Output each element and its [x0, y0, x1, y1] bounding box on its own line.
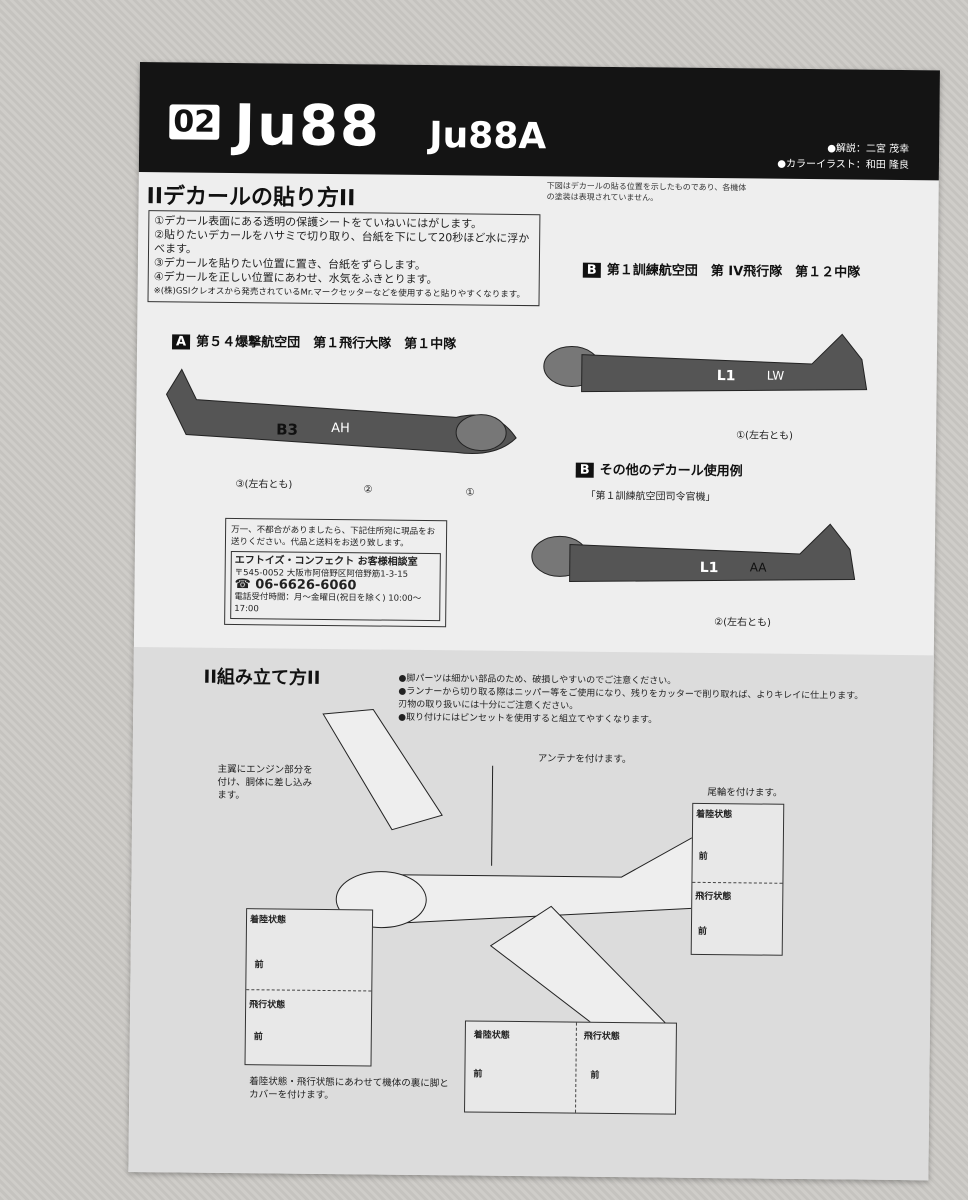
front-label: 前 [698, 851, 708, 862]
main-gear-box-left: 着陸状態 前 飛行状態 前 [244, 908, 374, 1067]
landed-label: 着陸状態 [696, 809, 733, 821]
variant-title: 第１訓練航空団 第 IV飛行隊 第１２中隊 [606, 262, 861, 281]
contact-box: 万一、不都合がありましたら、下記住所宛に現品をお送りください。代品と送料をお送り… [224, 517, 448, 628]
contact-hours: 電話受付時間：月～金曜日(祝日を除く) 10:00～17:00 [234, 592, 422, 615]
flying-label: 飛行状態 [249, 1000, 286, 1011]
decal-side-note: 下図はデカールの貼る位置を示したものであり、各機体の塗装は表現されていません。 [546, 181, 747, 203]
decal-code: B3 [276, 420, 299, 439]
assembly-heading: II組み立て方II [203, 666, 321, 689]
decal-code: AH [331, 421, 350, 437]
callout-1: ①(左右とも) [736, 430, 793, 442]
credits: ●解説：二宮 茂幸 ●カラーイラスト：和田 隆良 [777, 141, 909, 174]
callout-3: ③(左右とも) [235, 479, 293, 491]
plane-b2-illustration [531, 523, 856, 583]
decal-code: L1 [716, 368, 736, 385]
front-label: 前 [254, 960, 264, 971]
variant-b-title: B 第１訓練航空団 第 IV飛行隊 第１２中隊 [582, 259, 861, 281]
landed-label: 着陸状態 [473, 1030, 510, 1041]
badge: B [575, 462, 594, 478]
flying-label: 飛行状態 [583, 1031, 620, 1043]
model-subtitle: Ju88A [429, 115, 547, 158]
flying-label: 飛行状態 [695, 891, 732, 903]
front-label: 前 [473, 1069, 483, 1080]
callout-2: ② [363, 484, 373, 496]
plane-b-illustration [543, 333, 868, 393]
plane-a-illustration [165, 368, 517, 454]
decal-note: ※(株)GSIクレオスから発売されているMr.マークセッターなどを使用すると貼り… [153, 286, 526, 301]
badge: A [171, 334, 191, 350]
callout-2: ②(左右とも) [714, 617, 771, 629]
decal-code: AA [749, 560, 767, 575]
decal-steps: ①デカール表面にある透明の保護シートをていねいにはがします。 ②貼りたいデカール… [147, 210, 541, 307]
front-label: 前 [590, 1070, 600, 1081]
contact-intro: 万一、不都合がありましたら、下記住所宛に現品をお送りください。代品と送料をお送り… [230, 524, 436, 549]
landed-label: 着陸状態 [249, 915, 287, 926]
credit-commentary: ●解説：二宮 茂幸 [827, 143, 910, 156]
variant-title: その他のデカール使用例 [599, 462, 743, 480]
credit-illustration: ●カラーイラスト：和田 隆良 [777, 158, 910, 172]
gear-note: 着陸状態・飛行状態にあわせて機体の裏に脚とカバーを付けます。 [249, 1076, 449, 1102]
variant-a-title: A 第５４爆撃航空団 第１飛行大隊 第１中隊 [171, 330, 457, 353]
variant-title: 第５４爆撃航空団 第１飛行大隊 第１中隊 [196, 334, 457, 353]
variant-b2-title: B その他のデカール使用例 [575, 459, 743, 480]
front-label: 前 [697, 926, 707, 937]
header-band: 02 Ju88 Ju88A ●解説：二宮 茂幸 ●カラーイラスト：和田 隆良 [138, 62, 940, 181]
instruction-sheet: 02 Ju88 Ju88A ●解説：二宮 茂幸 ●カラーイラスト：和田 隆良 I… [128, 62, 940, 1181]
step: ②貼りたいデカールをハサミで切り取り、台紙を下にして20秒ほど水に浮かべます。 [153, 228, 530, 256]
contact-company: エフトイズ・コンフェクト お客様相談室 [234, 555, 418, 568]
front-label: 前 [253, 1032, 263, 1043]
main-gear-box-right: 着陸状態 前 飛行状態 前 [464, 1020, 677, 1115]
variant-caption: 「第１訓練航空団司令官機」 [585, 490, 716, 504]
model-number: 02 [169, 104, 220, 140]
decal-heading: IIデカールの貼り方II [146, 184, 356, 212]
tail-gear-box: 着陸状態 前 飛行状態 前 [690, 802, 785, 956]
assembly-diagram [322, 708, 694, 1053]
decal-code: L1 [699, 559, 719, 577]
tail-note: 尾輪を付けます。 [707, 786, 783, 799]
badge: B [582, 262, 601, 278]
decal-code: LW [766, 368, 785, 383]
callout-1: ① [465, 487, 475, 499]
model-title: Ju88 [233, 92, 382, 160]
